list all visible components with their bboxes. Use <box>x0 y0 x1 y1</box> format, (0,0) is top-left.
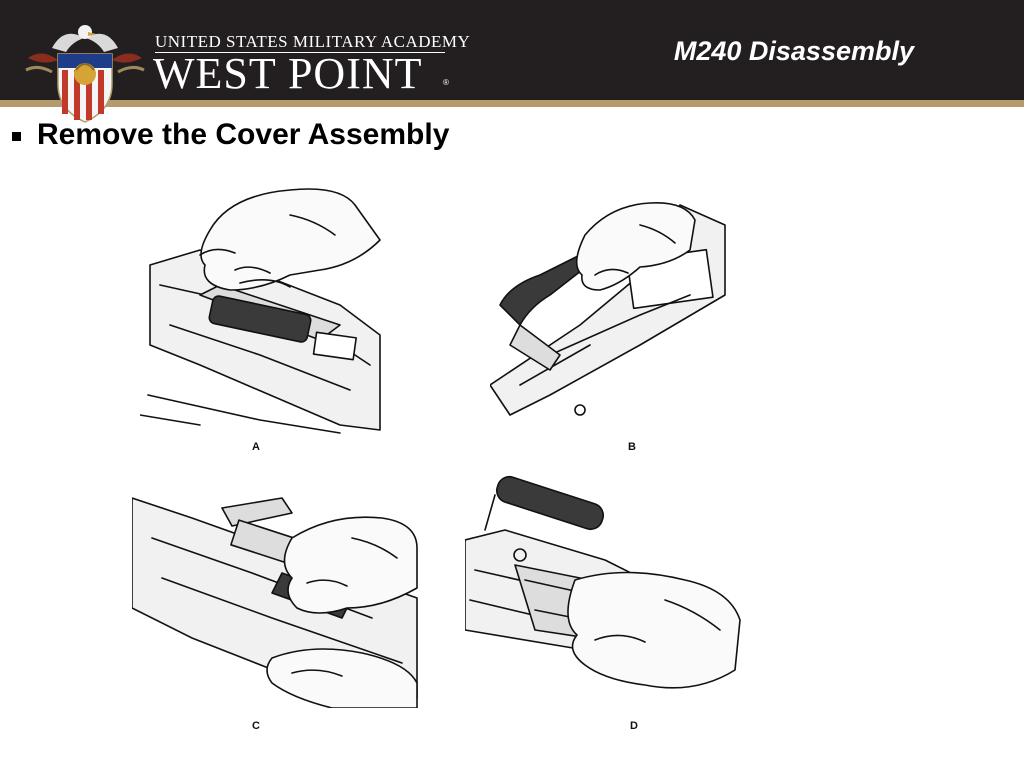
figure-label: B <box>628 441 636 453</box>
header-rule <box>155 52 445 53</box>
academy-name: UNITED STATES MILITARY ACADEMY <box>155 32 471 51</box>
figure-label: D <box>630 720 638 732</box>
bullet-item: Remove the Cover Assembly <box>12 118 449 152</box>
figure-label: A <box>252 441 260 453</box>
square-bullet-icon <box>12 131 21 141</box>
figure-label: C <box>252 720 260 732</box>
west-point-crest-logo <box>22 18 148 130</box>
slide-title: M240 Disassembly <box>673 36 914 66</box>
bullet-text: Remove the Cover Assembly <box>37 118 450 151</box>
figure-d: D <box>465 470 745 732</box>
header-band <box>0 0 1024 100</box>
registered-mark: ® <box>443 78 449 87</box>
header-accent-stripe <box>0 100 1024 107</box>
west-point-wordmark: WEST POINT <box>153 49 423 98</box>
figure-a: A <box>140 175 390 453</box>
figure-c: C <box>132 478 422 732</box>
figure-b: B <box>490 195 730 453</box>
